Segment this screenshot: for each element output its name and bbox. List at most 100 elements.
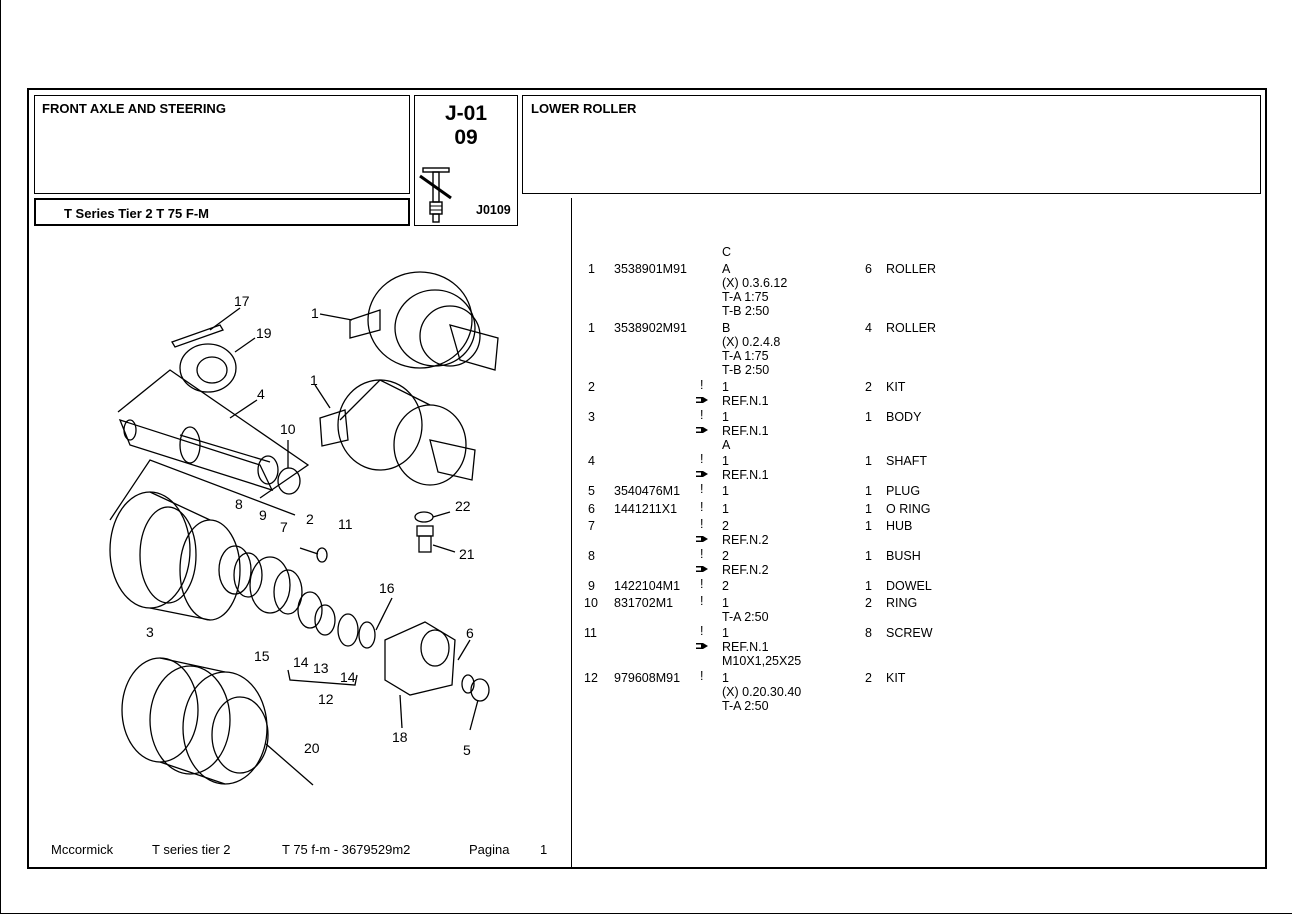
ref-number: 4 xyxy=(588,454,595,468)
note-line: 1 xyxy=(722,596,729,610)
description: PLUG xyxy=(886,484,921,498)
note-line: T-B 2:50 xyxy=(722,304,770,318)
footer-brand: Mccormick xyxy=(51,842,114,857)
callout-label: 21 xyxy=(459,546,475,562)
ref-number: 1 xyxy=(588,262,595,276)
thumbnail-code: J0109 xyxy=(476,203,511,217)
hand-pointer-icon xyxy=(696,471,708,477)
note-line: 1 xyxy=(722,454,729,468)
quantity: 1 xyxy=(865,579,872,593)
note-line: B xyxy=(722,321,731,335)
part-number: 979608M91 xyxy=(614,671,681,685)
bang-marker: ! xyxy=(700,452,704,466)
callout-label: 15 xyxy=(254,648,270,664)
description: BODY xyxy=(886,410,922,424)
ref-number: 3 xyxy=(588,410,595,424)
description: HUB xyxy=(886,519,913,533)
callout-label: 17 xyxy=(234,293,250,309)
footer-page-label: Pagina xyxy=(469,842,510,857)
quantity: 2 xyxy=(865,380,872,394)
hand-pointer-icon xyxy=(696,397,708,403)
ref-number: 10 xyxy=(584,596,598,610)
description: O RING xyxy=(886,502,931,516)
note-line: T-A 1:75 xyxy=(722,290,769,304)
ref-number: 6 xyxy=(588,502,595,516)
note-line: REF.N.1 xyxy=(722,640,769,654)
ref-number: 7 xyxy=(588,519,595,533)
footer-model: T 75 f-m - 3679529m2 xyxy=(282,842,411,857)
quantity: 6 xyxy=(865,262,872,276)
bang-marker: ! xyxy=(700,669,704,683)
note-line: A xyxy=(722,262,731,276)
part-number: 3540476M1 xyxy=(614,484,681,498)
note-line: A xyxy=(722,438,731,452)
model-box: T Series Tier 2 T 75 F-M xyxy=(34,198,410,226)
exploded-parts-diagram: 17 19 1 1 4 10 8 9 7 2 11 22 21 16 3 15 … xyxy=(109,271,499,786)
description: RING xyxy=(886,596,918,610)
callout-label: 19 xyxy=(256,325,272,341)
note-line: T-A 2:50 xyxy=(722,610,769,624)
group-code-line1: J-01 xyxy=(444,102,488,125)
quantity: 2 xyxy=(865,671,872,685)
description: ROLLER xyxy=(886,321,937,335)
quantity: 1 xyxy=(865,519,872,533)
description: BUSH xyxy=(886,549,921,563)
hand-pointer-icon xyxy=(696,427,708,433)
note-line: T-B 2:50 xyxy=(722,363,770,377)
ref-number: 2 xyxy=(588,380,595,394)
ref-number: 1 xyxy=(588,321,595,335)
callout-label: 14 xyxy=(340,669,356,685)
bang-marker: ! xyxy=(700,378,704,392)
quantity: 1 xyxy=(865,549,872,563)
callout-label: 7 xyxy=(280,519,288,535)
callout-label: 10 xyxy=(280,421,296,437)
part-number: 1441211X1 xyxy=(614,502,678,516)
part-number: 831702M1 xyxy=(614,596,674,610)
part-number: 3538901M91 xyxy=(614,262,687,276)
note-line: REF.N.1 xyxy=(722,424,769,438)
ref-number: 9 xyxy=(588,579,595,593)
callout-label: 1 xyxy=(310,372,318,388)
section-box: FRONT AXLE AND STEERING xyxy=(34,95,410,194)
note-line: REF.N.1 xyxy=(722,468,769,482)
note-line: 1 xyxy=(722,502,729,516)
note-line: 1 xyxy=(722,380,729,394)
callout-label: 14 xyxy=(293,654,309,670)
section-title: FRONT AXLE AND STEERING xyxy=(42,101,226,116)
footer-series: T series tier 2 xyxy=(152,842,231,857)
note-line: REF.N.1 xyxy=(722,394,769,408)
note-line: (X) 0.20.30.40 xyxy=(722,685,802,699)
note-line: 1 xyxy=(722,410,729,424)
note-line: 2 xyxy=(722,549,729,563)
bang-marker: ! xyxy=(700,482,704,496)
callout-label: 5 xyxy=(463,742,471,758)
quantity: 1 xyxy=(865,484,872,498)
part-number: 1422104M1 xyxy=(614,579,681,593)
note-line: T-A 1:75 xyxy=(722,349,769,363)
group-title: LOWER ROLLER xyxy=(531,101,637,116)
note-line: T-A 2:50 xyxy=(722,699,769,713)
description: SCREW xyxy=(886,626,933,640)
part-number: 3538902M91 xyxy=(614,321,687,335)
footer-page-number: 1 xyxy=(540,842,548,857)
callout-label: 6 xyxy=(466,625,474,641)
ref-number: 12 xyxy=(584,671,598,685)
hand-pointer-icon xyxy=(696,536,708,542)
quantity: 2 xyxy=(865,596,872,610)
callout-label: 3 xyxy=(146,624,154,640)
callout-label: 8 xyxy=(235,496,243,512)
description: KIT xyxy=(886,671,906,685)
callout-label: 9 xyxy=(259,507,267,523)
sheet-frame xyxy=(27,88,1267,869)
quantity: 1 xyxy=(865,410,872,424)
ref-number: 8 xyxy=(588,549,595,563)
note-line: REF.N.2 xyxy=(722,563,769,577)
model-label: T Series Tier 2 T 75 F-M xyxy=(64,206,209,221)
note-line: (X) 0.3.6.12 xyxy=(722,276,788,290)
note-line: 2 xyxy=(722,579,729,593)
callout-label: 20 xyxy=(304,740,320,756)
callout-label: 13 xyxy=(313,660,329,676)
group-code: J-01 09 xyxy=(415,102,517,150)
ref-number: 11 xyxy=(584,626,597,640)
note-line: (X) 0.2.4.8 xyxy=(722,335,781,349)
